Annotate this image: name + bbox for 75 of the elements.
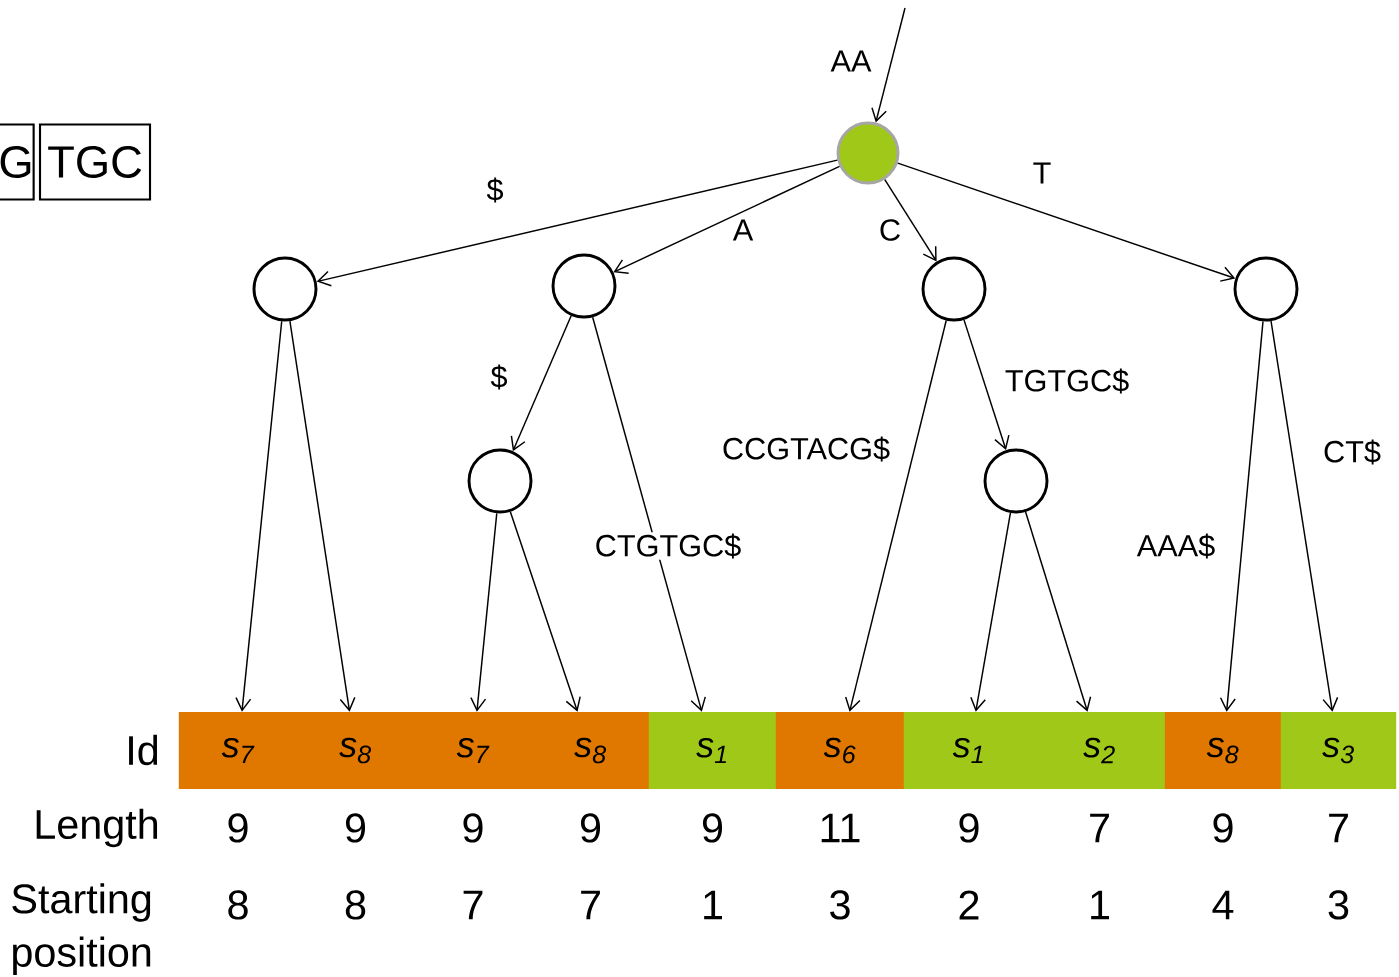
table-value: 3: [830, 890, 850, 920]
table-value: 9: [228, 813, 248, 843]
table-value: 1: [1091, 890, 1109, 920]
node-label: s$_{2}$: [1083, 737, 1115, 764]
id-cell: s$_{6}$: [775, 712, 905, 789]
edge-label: AA: [829, 49, 873, 73]
tree-node-circle: [1233, 256, 1299, 322]
edge-label: CT$: [1321, 438, 1383, 466]
table-value: 9: [1213, 813, 1233, 843]
id-cell: s$_{3}$: [1280, 712, 1397, 789]
tree-node-circle: [467, 448, 533, 514]
node-label: s$_{8}$: [574, 737, 607, 764]
arrow: [1219, 320, 1264, 712]
table-value: 1: [704, 890, 722, 920]
arrow: [289, 320, 356, 712]
table-value: 2: [959, 890, 979, 920]
table-value: 4: [1212, 890, 1234, 920]
tree-node-circle: [921, 256, 987, 322]
id-cell: s$_{7}$: [178, 712, 298, 789]
table-value: 9: [702, 813, 723, 843]
edge-label: A: [731, 218, 755, 242]
table-value: 7: [1329, 813, 1348, 843]
tree-node-circle: [983, 448, 1049, 514]
id-cell: s$_{8}$: [296, 712, 415, 789]
id-cell: s$_{1}$: [648, 712, 777, 789]
edge-label: $: [485, 176, 505, 204]
id-cell: s$_{1}$: [903, 712, 1035, 789]
table-value: 9: [345, 813, 366, 843]
arrow: [509, 511, 581, 712]
node-label: s$_{7}$: [221, 737, 255, 764]
letter-box: G: [0, 123, 35, 201]
edge-label: TGTGC$: [1003, 367, 1131, 395]
arrow: [235, 320, 283, 712]
arrow: [844, 319, 947, 712]
arrow: [970, 512, 1012, 712]
table-value: 8: [228, 890, 248, 920]
table-value: 7: [581, 890, 600, 920]
id-cell: s$_{2}$: [1033, 712, 1166, 789]
edge-label: CCGTACG$: [720, 435, 892, 463]
row-header: Length: [36, 808, 158, 848]
arrow: [884, 178, 937, 262]
letter-box: TGC: [38, 123, 152, 201]
id-cell: s$_{7}$: [413, 712, 533, 789]
edge-label: C: [877, 217, 903, 243]
arrow: [963, 319, 1010, 451]
node-label: s$_{7}$: [456, 737, 490, 764]
table-value: 7: [463, 890, 483, 920]
arrow: [1270, 320, 1339, 712]
id-cell: s$_{8}$: [1164, 712, 1282, 789]
row-header: Starting position: [12, 883, 151, 976]
tree-node-circle: [836, 121, 900, 185]
tree-node-circle: [252, 256, 318, 322]
table-value: 11: [821, 813, 860, 843]
node-label: s$_{1}$: [952, 737, 983, 764]
arrow: [470, 512, 498, 712]
edge-label: AAA$: [1135, 532, 1217, 560]
arrow: [591, 316, 707, 712]
table-value: 9: [580, 813, 601, 843]
arrow: [871, 7, 906, 123]
table-value: 3: [1328, 890, 1349, 920]
table-value: 9: [463, 813, 483, 843]
arrow: [510, 315, 572, 452]
edge-label: CTGTGC$: [593, 532, 743, 560]
arrow: [1024, 511, 1092, 712]
arrow: [613, 165, 841, 274]
arrow: [897, 162, 1236, 282]
edge-label: $: [489, 363, 509, 391]
table-value: 7: [1090, 813, 1109, 843]
table-value: 8: [345, 890, 366, 920]
node-label: s$_{8}$: [339, 737, 372, 764]
edge-label: T: [1031, 161, 1053, 185]
table-value: 9: [959, 813, 979, 843]
id-cell: s$_{8}$: [531, 712, 650, 789]
arrow: [316, 159, 839, 287]
tree-node-circle: [551, 253, 617, 319]
